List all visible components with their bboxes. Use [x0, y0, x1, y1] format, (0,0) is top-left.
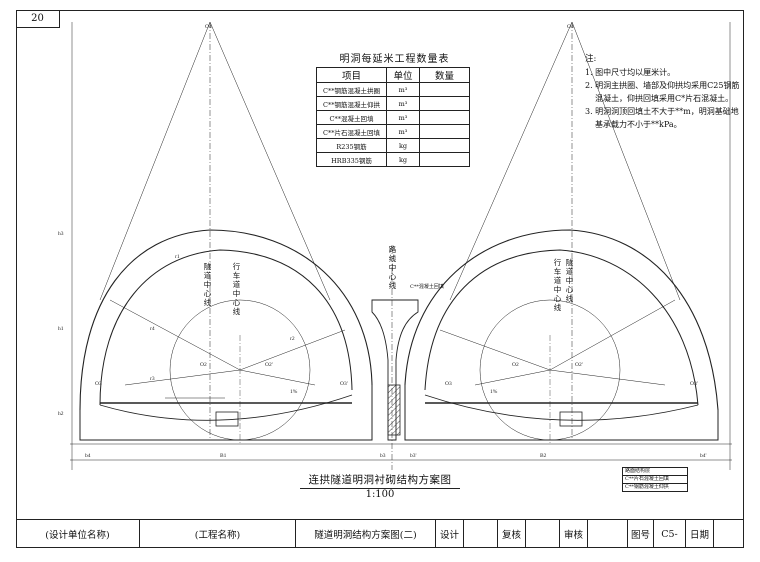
- row-item: C**混凝土回填: [316, 110, 387, 125]
- quantity-table-header: 项目 单位 数量: [316, 67, 470, 83]
- left-inner-arch: [99, 249, 353, 406]
- row-item: C**钢筋混凝土拱圈: [316, 82, 387, 97]
- row-qty: [419, 82, 470, 97]
- o3-left-label: O3: [95, 381, 102, 387]
- designer-unit: (设计单位名称): [16, 520, 140, 548]
- row-unit: m³: [386, 96, 420, 111]
- dim-r2: r2: [290, 336, 295, 342]
- table-row: R235钢筋 kg: [316, 138, 470, 153]
- dim-r3: r3: [150, 376, 155, 382]
- project-name: (工程名称): [140, 520, 296, 548]
- slope-right-label: 1%: [490, 389, 498, 395]
- dim-b3: b3: [380, 453, 386, 459]
- row-unit: m³: [386, 110, 420, 125]
- dim-r4: r4: [150, 326, 155, 332]
- table-row: C**片石混凝土回填 m³: [316, 124, 470, 139]
- o3-right-label: O3: [445, 381, 452, 387]
- o2p-left-label: O2': [265, 362, 273, 368]
- drawing-no-label: 图号: [628, 520, 654, 548]
- table-row: C**钢筋混凝土仰拱 m³: [316, 96, 470, 111]
- drawing-name: 隧道明洞结构方案图(二): [296, 520, 436, 548]
- date-label: 日期: [686, 520, 714, 548]
- dim-b2: B2: [540, 453, 547, 459]
- row-item: C**片石混凝土回填: [316, 124, 387, 139]
- dim-b1: B1: [220, 453, 227, 459]
- row-unit: kg: [386, 138, 420, 153]
- review-value: [526, 520, 560, 548]
- notes: 注: 1. 图中尺寸均以厘米计。 2. 明洞主拱圈、墙部及仰拱均采用C25钢筋混…: [585, 53, 745, 131]
- center-label-left-tunnel: 隧道中心线: [203, 262, 212, 307]
- dim-h3: h3: [58, 231, 64, 237]
- note-item: 1. 图中尺寸均以厘米计。: [585, 68, 676, 77]
- dim-b4p: b4': [700, 453, 707, 459]
- row-unit: m³: [386, 124, 420, 139]
- row-unit: kg: [386, 152, 420, 167]
- sheet-number: 20: [16, 10, 60, 28]
- quantity-table-title: 明洞每延米工程数量表: [339, 54, 450, 65]
- middle-wall: [371, 299, 419, 441]
- legend-item: C**钢筋混凝土仰拱: [625, 484, 669, 490]
- route-center-label: 路线中心线: [388, 245, 397, 290]
- drawing-scale: 1:100: [365, 489, 395, 500]
- dim-h1: h1: [58, 326, 64, 332]
- note-item: 3. 明洞洞顶回填土不大于**m，明洞基础地基承载力不小于**kPa。: [585, 107, 739, 129]
- row-qty: [419, 138, 470, 153]
- center-label-right-lane: 行车道中心线: [553, 258, 562, 312]
- table-row: C**混凝土回填 m³: [316, 110, 470, 125]
- design-value: [464, 520, 498, 548]
- legend-item: 路面结构层: [623, 468, 687, 476]
- fill-label: C**混凝土回填: [410, 284, 444, 290]
- row-qty: [419, 152, 470, 167]
- legend-item: C**片石混凝土回填: [623, 476, 687, 484]
- row-qty: [419, 96, 470, 111]
- row-item: C**钢筋混凝土仰拱: [316, 96, 387, 111]
- dim-h2: h2: [58, 411, 64, 417]
- approve-value: [588, 520, 628, 548]
- row-item: R235钢筋: [316, 138, 387, 153]
- dim-r1: r1: [175, 254, 180, 260]
- quantity-table: 项目 单位 数量 C**钢筋混凝土拱圈 m³ C**钢筋混凝土仰拱 m³ C**…: [316, 67, 470, 167]
- date-value: [714, 520, 744, 548]
- dim-b3p: b3': [410, 453, 417, 459]
- note-item: 2. 明洞主拱圈、墙部及仰拱均采用C25钢筋混凝土，仰拱回填采用C*片石混凝土。: [585, 81, 740, 103]
- drawing-title: 连拱隧道明洞衬砌结构方案图: [300, 472, 460, 489]
- o2-right-label: O2: [512, 362, 519, 368]
- review-label: 复核: [498, 520, 526, 548]
- center-label-right-tunnel: 隧道中心线: [565, 258, 574, 303]
- row-item: HRB335钢筋: [316, 152, 387, 167]
- approve-label: 审核: [560, 520, 588, 548]
- o4-right-label: O4: [567, 24, 574, 30]
- row-qty: [419, 124, 470, 139]
- o2-left-label: O2: [200, 362, 207, 368]
- drawing-no: C5-: [654, 520, 686, 548]
- header-qty: 数量: [419, 67, 470, 83]
- design-label: 设计: [436, 520, 464, 548]
- center-label-left-lane: 行车道中心线: [232, 262, 241, 316]
- dim-b4: b4: [85, 453, 91, 459]
- title-block: (设计单位名称) (工程名称) 隧道明洞结构方案图(二) 设计 复核 审核 图号…: [16, 519, 744, 548]
- row-unit: m³: [386, 82, 420, 97]
- header-item: 项目: [316, 67, 387, 83]
- legend: 路面结构层 C**片石混凝土回填 C**钢筋混凝土仰拱: [622, 467, 688, 492]
- left-invert: [99, 394, 353, 421]
- o4-left-label: O4: [205, 24, 212, 30]
- header-unit: 单位: [386, 67, 420, 83]
- table-row: C**钢筋混凝土拱圈 m³: [316, 82, 470, 97]
- right-outer-arch: [404, 229, 719, 411]
- table-row: HRB335钢筋 kg: [316, 152, 470, 167]
- notes-title: 注:: [585, 54, 597, 64]
- row-qty: [419, 110, 470, 125]
- o3p-right-label: O3': [690, 381, 698, 387]
- drawing-frame: [16, 10, 744, 548]
- o2p-right-label: O2': [575, 362, 583, 368]
- left-outer-arch: [79, 229, 373, 411]
- o3p-left-label: O3': [340, 381, 348, 387]
- slope-left-label: 1%: [290, 389, 298, 395]
